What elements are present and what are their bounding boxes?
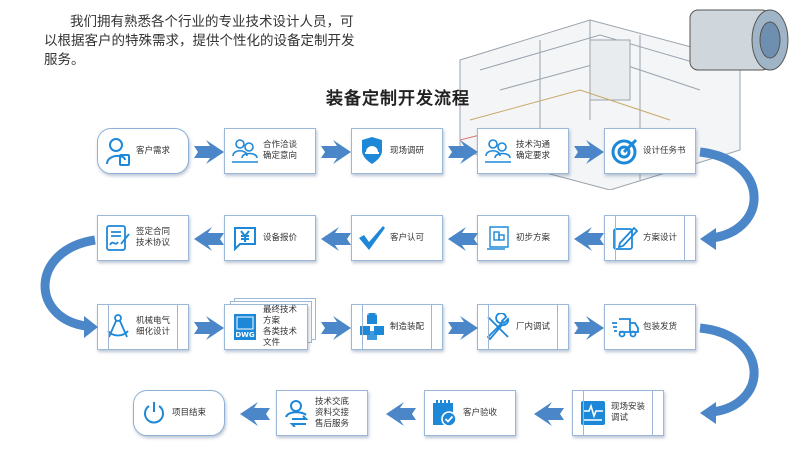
arrow-right (574, 316, 604, 340)
delivery-truck-icon (611, 312, 639, 342)
safety-helmet-shield-icon (358, 136, 386, 166)
step-3: 现场调研 (351, 128, 443, 174)
step-17: 客户验收 (424, 390, 516, 436)
step-label: 制造装配 (390, 321, 425, 332)
curved-arrow-head-3 (700, 402, 716, 424)
arrow-left (534, 402, 564, 426)
step-label: 合作洽谈 确定意向 (263, 140, 298, 161)
arrow-right (448, 316, 478, 340)
arrow-right (321, 140, 351, 164)
meeting-icon (484, 136, 512, 166)
target-icon (611, 136, 639, 166)
step-6: 方案设计 (604, 215, 696, 261)
step-15: 包装发货 (604, 304, 696, 350)
arrow-left (574, 227, 604, 251)
scroll-document-icon (484, 223, 512, 253)
step-4: 技术沟通 确定要求 (477, 128, 569, 174)
dwg-badge: DWG (235, 331, 255, 339)
step-13: 制造装配 (351, 304, 443, 350)
calendar-check-icon (431, 398, 459, 428)
step-2: 合作洽谈 确定意向 (224, 128, 316, 174)
yen-chat-icon (231, 223, 259, 253)
power-icon (140, 398, 168, 428)
step-14: 厂内调试 (477, 304, 569, 350)
arrow-right (194, 316, 224, 340)
step-label: 项目结束 (172, 407, 207, 418)
step-label: 机械电气 细化设计 (136, 316, 171, 337)
tools-icon (484, 312, 512, 342)
step-5: 设计任务书 (604, 128, 696, 174)
step-label: 方案设计 (643, 232, 678, 243)
step-1: 客户需求 (97, 128, 189, 174)
curved-arrow-left (40, 235, 96, 331)
step-label: 初步方案 (516, 232, 551, 243)
step-19: 项目结束 (133, 390, 225, 436)
step-7: 初步方案 (477, 215, 569, 261)
curved-arrow-head-1 (700, 228, 716, 250)
arrow-left (240, 402, 270, 426)
arrow-right (321, 316, 351, 340)
step-label: 厂内调试 (516, 321, 551, 332)
step-label: 客户认可 (390, 232, 425, 243)
arrow-right (574, 140, 604, 164)
step-label: 现场安装 调试 (611, 402, 646, 423)
contract-sign-icon (104, 223, 132, 253)
step-11: 机械电气 细化设计 (97, 304, 189, 350)
step-12: DWG 最终技术方案 各类技术文件 (224, 304, 308, 350)
monitor-pulse-icon (579, 398, 607, 428)
arrow-left (194, 227, 224, 251)
curved-arrow-head-2 (84, 316, 98, 338)
checkmark-icon (358, 223, 386, 253)
arrow-right (448, 140, 478, 164)
user-phone-icon (104, 136, 132, 166)
step-label: 签定合同 技术协议 (136, 227, 171, 248)
curved-arrow-right-2 (699, 323, 759, 417)
arrow-left (321, 227, 351, 251)
step-16: 现场安装 调试 (572, 390, 664, 436)
step-label: 包装发货 (643, 321, 678, 332)
step-label: 现场调研 (390, 145, 425, 156)
step-8: 客户认可 (351, 215, 443, 261)
step-10: 签定合同 技术协议 (97, 215, 189, 261)
arrow-left (448, 227, 478, 251)
step-label: 最终技术方案 各类技术文件 (263, 305, 298, 348)
edit-pen-icon (611, 223, 639, 253)
step-label: 技术交底 资料交接 售后服务 (315, 396, 350, 429)
step-9: 设备报价 (224, 215, 316, 261)
dwg-file-icon: DWG (231, 312, 259, 342)
compass-icon (104, 312, 132, 342)
user-exchange-icon (283, 398, 311, 428)
step-18: 技术交底 资料交接 售后服务 (276, 390, 368, 436)
arrow-right (194, 140, 224, 164)
intro-text: 我们拥有熟悉各个行业的专业技术设计人员，可以根据客户的特殊需求，提供个性化的设备… (44, 14, 355, 68)
step-label: 技术沟通 确定要求 (516, 140, 551, 161)
step-label: 设计任务书 (643, 145, 686, 156)
diagram-title: 装备定制开发流程 (326, 89, 470, 109)
step-label: 设备报价 (263, 232, 298, 243)
cubes-icon (358, 312, 386, 342)
step-label: 客户需求 (136, 145, 171, 156)
arrow-left (386, 402, 416, 426)
step-label: 客户验收 (463, 407, 498, 418)
meeting-icon (231, 136, 259, 166)
